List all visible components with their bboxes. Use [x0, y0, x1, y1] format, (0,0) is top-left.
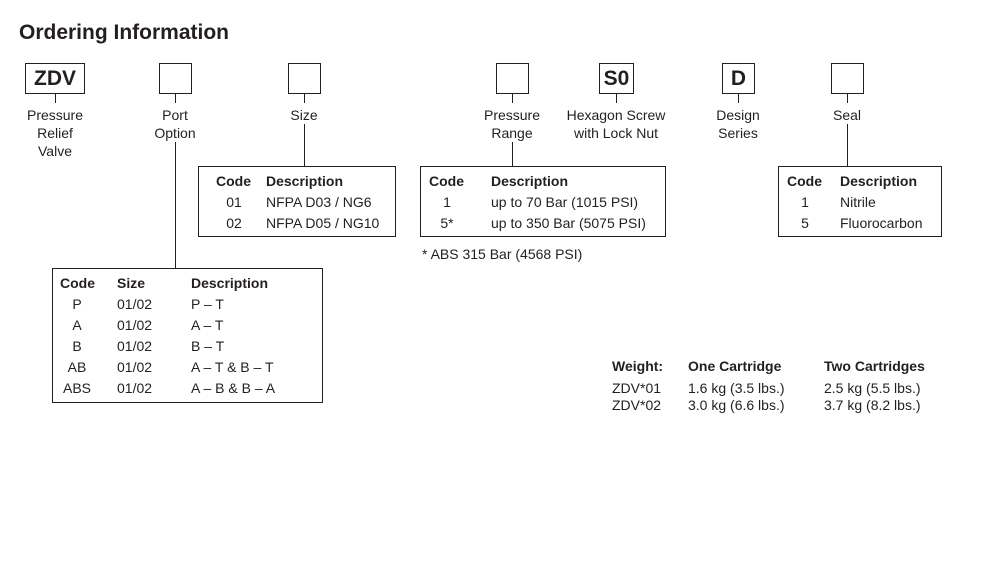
weight-header: Weight:	[612, 358, 664, 374]
code-box-hex-screw: S0	[599, 63, 634, 94]
table-cell: NFPA D05 / NG10	[266, 215, 380, 231]
table-cell: up to 70 Bar (1015 PSI)	[491, 194, 639, 210]
weight-cell: ZDV*02	[612, 397, 662, 413]
table-cell: Fluorocarbon	[840, 215, 923, 231]
table-cell: 01/02	[117, 359, 153, 375]
table-cell: P – T	[191, 296, 224, 312]
weight-cell: 3.0 kg (6.6 lbs.)	[688, 397, 785, 413]
table-cell: 01	[226, 194, 242, 210]
label-design-series: Design Series	[716, 107, 760, 141]
code-box-size	[288, 63, 321, 94]
table-header: Code	[60, 275, 95, 291]
table-header: Description	[840, 173, 918, 189]
connector-line-seal	[847, 124, 848, 167]
code-box-design-series: D	[722, 63, 755, 94]
table-cell: 01/02	[117, 317, 153, 333]
table-cell: 02	[226, 215, 242, 231]
weight-cell: 2.5 kg (5.5 lbs.)	[824, 380, 921, 396]
weight-cell: 3.7 kg (8.2 lbs.)	[824, 397, 921, 413]
table-cell: ABS	[62, 380, 91, 396]
size-table: Code Description 01 NFPA D03 / NG6 02 NF…	[198, 166, 396, 237]
table-cell: A – T	[191, 317, 224, 333]
table-cell: A – B & B – A	[191, 380, 276, 396]
table-header: Description	[191, 275, 269, 291]
table-header: Description	[491, 173, 569, 189]
weight-header: Two Cartridges	[824, 358, 925, 374]
table-cell: up to 350 Bar (5075 PSI)	[491, 215, 646, 231]
label-seal: Seal	[832, 107, 862, 123]
weight-header: One Cartridge	[688, 358, 782, 374]
table-cell: AB	[67, 359, 87, 375]
table-cell: A – T & B – T	[191, 359, 274, 375]
code-box-zdv: ZDV	[25, 63, 85, 94]
label-hexagon-screw: Hexagon Screw with Lock Nut	[566, 107, 666, 141]
port-option-table: Code Size Description P 01/02 P – T A 01…	[52, 268, 323, 403]
connector-line	[847, 94, 848, 103]
table-cell: NFPA D03 / NG6	[266, 194, 372, 210]
connector-line-pressure	[512, 142, 513, 167]
connector-line-size	[304, 124, 305, 167]
connector-line	[738, 94, 739, 103]
table-cell: 1	[443, 194, 451, 210]
seal-table: Code Description 1 Nitrile 5 Fluorocarbo…	[778, 166, 942, 237]
code-box-seal	[831, 63, 864, 94]
table-cell: P	[72, 296, 82, 312]
label-pressure-relief-valve: Pressure Relief Valve	[26, 107, 84, 159]
connector-line-port	[175, 142, 176, 269]
label-pressure-range: Pressure Range	[483, 107, 541, 141]
table-header: Code	[429, 173, 464, 189]
weight-cell: 1.6 kg (3.5 lbs.)	[688, 380, 785, 396]
pressure-footnote: * ABS 315 Bar (4568 PSI)	[422, 246, 583, 262]
connector-line	[304, 94, 305, 103]
table-header: Description	[266, 173, 344, 189]
connector-line	[55, 94, 56, 103]
weight-cell: ZDV*01	[612, 380, 662, 396]
table-header: Size	[117, 275, 146, 291]
table-header: Code	[216, 173, 251, 189]
table-cell: A	[72, 317, 82, 333]
table-cell: B – T	[191, 338, 225, 354]
connector-line	[616, 94, 617, 103]
code-box-pressure-range	[496, 63, 529, 94]
label-size: Size	[290, 107, 318, 123]
table-cell: 5*	[440, 215, 454, 231]
table-cell: 01/02	[117, 338, 153, 354]
connector-line	[175, 94, 176, 103]
table-cell: 1	[801, 194, 809, 210]
pressure-range-table: Code Description 1 up to 70 Bar (1015 PS…	[420, 166, 666, 237]
table-header: Code	[787, 173, 822, 189]
table-cell: Nitrile	[840, 194, 876, 210]
connector-line	[512, 94, 513, 103]
page-title: Ordering Information	[19, 21, 229, 44]
table-cell: 01/02	[117, 380, 153, 396]
code-box-port-option	[159, 63, 192, 94]
table-cell: 5	[801, 215, 809, 231]
table-cell: 01/02	[117, 296, 153, 312]
label-port-option: Port Option	[154, 107, 196, 141]
table-cell: B	[72, 338, 82, 354]
